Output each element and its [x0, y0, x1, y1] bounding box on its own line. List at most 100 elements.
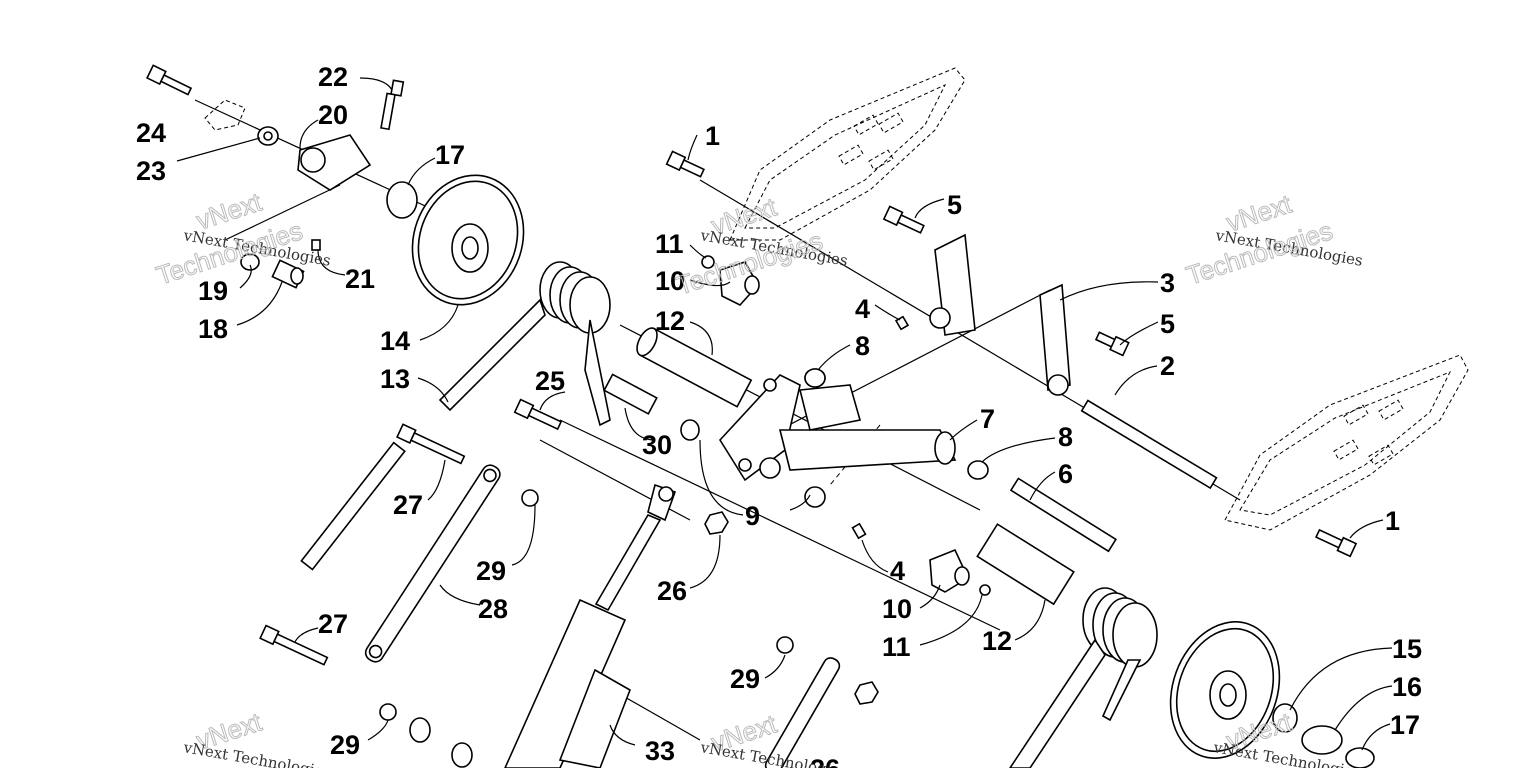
- leader-lines: [176, 77, 1393, 751]
- link-arm-bottom: [764, 657, 841, 768]
- cross-shaft-7: [718, 368, 957, 508]
- washer-29-c: [776, 636, 794, 654]
- nut-26: [704, 511, 729, 535]
- bolt-1-top: [665, 150, 705, 178]
- watermark-top-center: vNext vNext Technologies Technologies: [672, 191, 849, 301]
- tube-12-bottom: [976, 523, 1075, 606]
- callout-11-bottom: 11: [882, 632, 911, 662]
- callout-5-right: 5: [1160, 309, 1175, 339]
- callout-8-top: 8: [855, 331, 870, 361]
- callout-33: 33: [645, 736, 675, 766]
- callout-labels: 1 1 2 3 4 4 5 5 6 7 8 8 9 10 10 11 11 12…: [136, 62, 1422, 768]
- bolt-22: [380, 79, 405, 131]
- torsion-spring-right: [1009, 587, 1158, 768]
- bolt-27-bottom: [259, 624, 329, 666]
- bushing-30-end: [680, 419, 700, 441]
- callout-19: 19: [198, 276, 228, 306]
- spacer-17-top: [386, 181, 418, 219]
- shock-absorber-33: [504, 483, 677, 768]
- callout-22: 22: [318, 62, 348, 92]
- spacer-8-right: [967, 460, 989, 480]
- idler-wheel-bottom: [1169, 621, 1281, 759]
- callout-1-top: 1: [705, 121, 720, 151]
- callout-18: 18: [198, 314, 228, 344]
- callout-17-bottom: 17: [1390, 710, 1420, 740]
- callout-24: 24: [136, 118, 166, 148]
- idler-wheel-14: [411, 174, 525, 306]
- callout-4-bottom: 4: [890, 556, 905, 586]
- callout-26-bottom: 26: [810, 754, 840, 768]
- callout-25: 25: [535, 366, 565, 396]
- bushing-bottom-a: [409, 717, 431, 743]
- tube-12-top: [636, 327, 753, 408]
- callout-8-right: 8: [1058, 422, 1073, 452]
- callout-9: 9: [745, 501, 760, 531]
- clip-11-top: [701, 255, 715, 269]
- link-arm-28: [364, 464, 501, 663]
- callout-23: 23: [136, 156, 166, 186]
- bushing-30: [603, 373, 658, 415]
- callout-7: 7: [980, 404, 995, 434]
- bolt-1-right: [1315, 528, 1358, 558]
- clip-11-bottom: [979, 584, 991, 596]
- bolt-27-top: [396, 423, 466, 465]
- callout-14: 14: [380, 326, 410, 356]
- callout-2: 2: [1160, 351, 1175, 381]
- set-screw-4-mid: [851, 522, 867, 540]
- bolt-21: [311, 239, 321, 251]
- callout-13: 13: [380, 364, 410, 394]
- callout-10-top: 10: [655, 266, 685, 296]
- callout-29-c: 29: [730, 664, 760, 694]
- bolt-5-top: [882, 205, 925, 234]
- callout-10-bottom: 10: [882, 594, 912, 624]
- callout-15: 15: [1392, 634, 1422, 664]
- callout-27-top: 27: [393, 490, 423, 520]
- bracket-3: [1039, 283, 1071, 396]
- callout-20: 20: [318, 100, 348, 130]
- washer-19: [240, 253, 260, 271]
- callout-12-top: 12: [655, 306, 685, 336]
- rail-frame-top-outline: [729, 67, 966, 241]
- bushing-18: [271, 259, 305, 289]
- rod-6: [1009, 477, 1117, 553]
- callout-27-bottom: 27: [318, 609, 348, 639]
- washer-29-a: [521, 489, 539, 507]
- washer-29-b: [379, 703, 397, 721]
- torsion-spring-13: [438, 261, 611, 427]
- rod-2: [1080, 399, 1218, 490]
- watermark-bottom-left: vNext vNext Technologies: [181, 706, 332, 768]
- ring-16: [1301, 725, 1343, 755]
- rail-frame-bottom-outline: [1224, 354, 1469, 531]
- bolt-25: [513, 398, 563, 431]
- assembly-lines: [194, 99, 1241, 741]
- bushing-bottom-b: [451, 742, 473, 768]
- bushing-23: [257, 126, 279, 146]
- watermark-top-right: vNext vNext Technologies Technologies: [1182, 188, 1364, 291]
- bracket-outline-24: [204, 99, 246, 131]
- callout-29-a: 29: [476, 556, 506, 586]
- callout-29-b: 29: [330, 730, 360, 760]
- bolt-24: [146, 64, 193, 96]
- cap-10-top: [719, 261, 760, 306]
- callout-12-bottom: 12: [982, 626, 1012, 656]
- spacer-17-bottom: [1345, 747, 1375, 768]
- callout-26-top: 26: [657, 576, 687, 606]
- callout-11-top: 11: [655, 229, 684, 259]
- callout-5-top: 5: [947, 190, 962, 220]
- svg-text:vNext Technologies: vNext Technologies: [181, 738, 332, 768]
- callout-6: 6: [1058, 459, 1073, 489]
- cap-10-bottom: [929, 548, 970, 593]
- callout-21: 21: [345, 264, 375, 294]
- callout-28: 28: [478, 594, 508, 624]
- callout-1-right: 1: [1385, 506, 1400, 536]
- bearing-15: [1272, 703, 1298, 733]
- callout-30: 30: [642, 430, 672, 460]
- nut-26-bottom: [854, 681, 879, 705]
- spacer-8-top: [804, 368, 826, 388]
- callout-4-top: 4: [855, 294, 870, 324]
- callout-3: 3: [1160, 268, 1175, 298]
- bracket-5: [929, 233, 976, 336]
- bar-13: [300, 441, 406, 571]
- pivot-block-20: [297, 134, 372, 191]
